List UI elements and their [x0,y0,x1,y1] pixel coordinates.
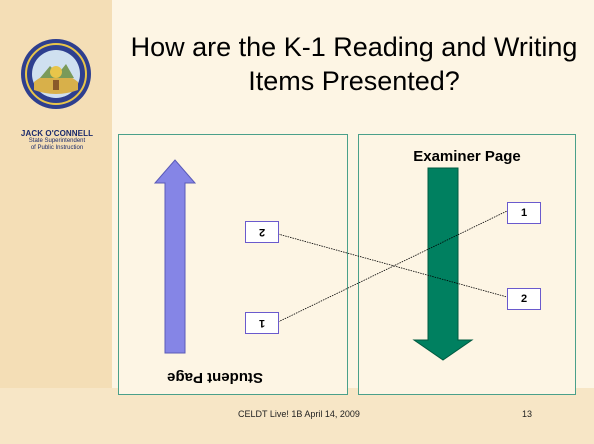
student-item-1: 1 [245,312,279,334]
author-name: JACK O'CONNELL [20,129,94,138]
slide-footer: CELDT Live! 1B April 14, 2009 [238,409,360,419]
student-up-arrow [153,159,197,354]
footer-band [0,388,594,444]
examiner-page-label: Examiner Page [413,148,521,165]
author-role-line1: State Superintendent [28,138,86,144]
examiner-item-1: 1 [507,202,541,224]
examiner-item-2: 2 [507,288,541,310]
student-page-box: Student Page [118,134,348,395]
student-item-2: 2 [245,221,279,243]
slide-title: How are the K-1 Reading and Writing Item… [130,32,578,96]
connector-line-1 [277,210,508,323]
author-block: JACK O'CONNELL State Superintendent of P… [4,129,110,152]
examiner-down-arrow [412,167,474,361]
connector-line-2 [277,233,508,298]
department-seal-icon [21,39,91,109]
page-number: 13 [522,409,533,419]
author-role-line2: of Public Instruction [30,145,84,151]
examiner-page-box: Examiner Page [358,134,576,395]
